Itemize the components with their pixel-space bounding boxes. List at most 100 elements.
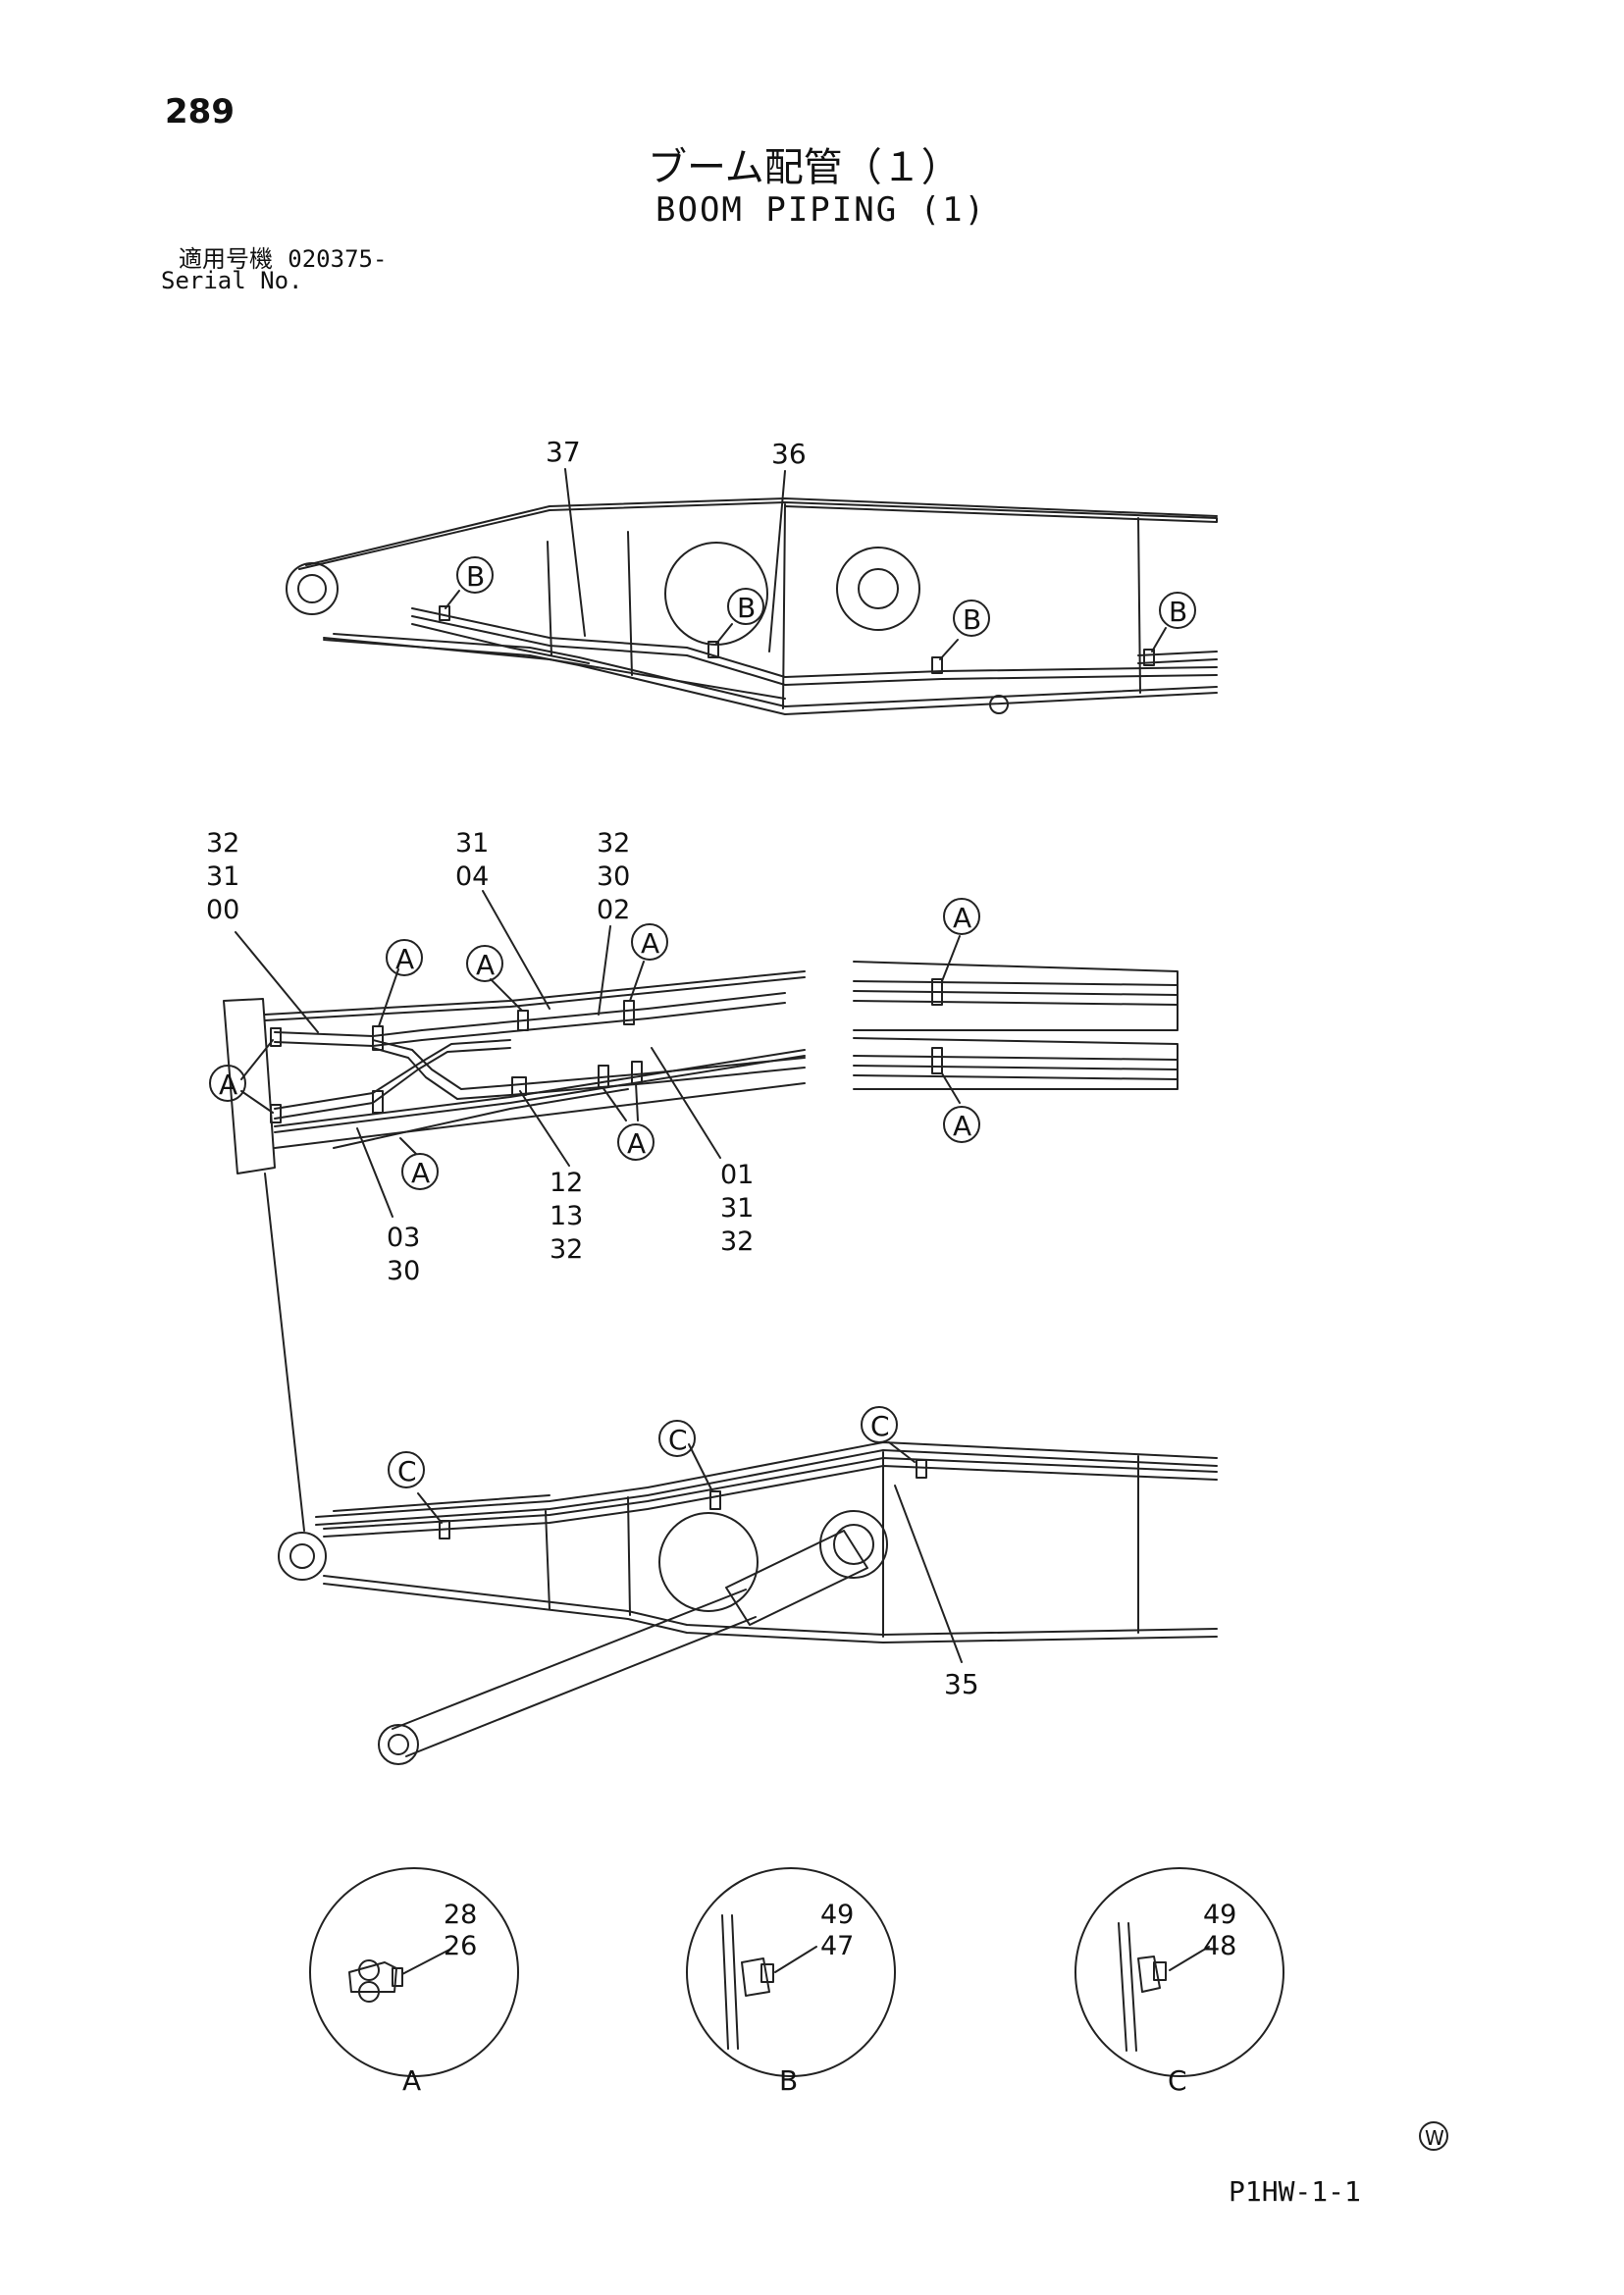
detail-c-wall-1 [1118, 1922, 1127, 2052]
detail-b-wall-2 [731, 1914, 739, 2050]
cylinder-body [725, 1530, 868, 1626]
svg-text:00: 00 [206, 895, 239, 925]
svg-text:04: 04 [455, 861, 489, 892]
detail-c-wall-2 [1127, 1922, 1137, 2052]
detail-b-part-1: 49 [820, 1900, 854, 1930]
foot-pin-outer [286, 562, 339, 615]
web-line-4 [1137, 517, 1141, 694]
marker-b-2: B [727, 588, 764, 625]
marker-b-4: B [1159, 592, 1196, 629]
svg-text:03: 03 [387, 1223, 420, 1253]
leader-a-1 [378, 968, 399, 1027]
clamp-c-3 [916, 1459, 927, 1479]
leader-a-3 [629, 961, 645, 1002]
marker-a-7: A [943, 898, 980, 935]
marker-c-2-label: C [668, 1424, 688, 1456]
boom-mid-edge [274, 1049, 806, 1127]
leader-12-13-32 [519, 1090, 570, 1167]
pipe-mid-4 [372, 1047, 806, 1100]
leader-31-04 [482, 890, 550, 1010]
boom-top-edge [264, 970, 806, 1016]
detail-rect-lower [853, 1037, 1179, 1090]
detail-pipes-lower [853, 1055, 1179, 1080]
svg-text:01: 01 [720, 1160, 754, 1190]
title-japanese: ブーム配管（１） [648, 145, 961, 190]
marker-a-6: A [401, 1153, 439, 1190]
leader-a-5 [240, 1090, 274, 1114]
boom-bottom-edge [274, 1082, 806, 1149]
svg-text:31: 31 [206, 861, 239, 892]
detail-c-leader [1169, 1946, 1210, 1971]
boom-upper-edge [305, 497, 1218, 566]
clamp-c-1 [439, 1520, 450, 1539]
leader-b-4 [1151, 627, 1167, 652]
boom-mid-edge-2 [274, 1055, 806, 1133]
boom-lower-edge [333, 633, 1218, 707]
marker-a-7-label: A [953, 902, 971, 934]
marker-a-5: A [617, 1123, 655, 1161]
boom-top-edge-2 [264, 976, 806, 1021]
boss-bottom-1 [658, 1512, 759, 1612]
leader-b-2 [715, 623, 733, 645]
detail-a-pipe-1 [358, 1959, 380, 1981]
web-b-1 [545, 1510, 550, 1610]
leader-c-1 [417, 1492, 443, 1524]
pipe-bottom-2 [323, 1465, 1218, 1538]
leader-32-30-02 [598, 925, 611, 1016]
svg-text:13: 13 [550, 1201, 583, 1231]
leader-a-7 [635, 1082, 639, 1121]
pipe-top-4 [411, 623, 590, 664]
pipe-bottom-3 [333, 1494, 550, 1512]
marker-a-8-label: A [953, 1110, 971, 1142]
part-group-4: 12 13 32 [550, 1168, 583, 1265]
marker-b-3: B [953, 600, 990, 637]
fitting-2 [270, 1104, 282, 1123]
pipe-mid-2 [274, 1002, 786, 1047]
page-number: 289 [165, 92, 235, 131]
part-group-2: 31 04 [455, 828, 489, 892]
detail-a-circle [309, 1867, 519, 2077]
clamp-c-2 [709, 1490, 721, 1510]
pipe-mid-1 [274, 992, 786, 1037]
clamp-a-4 [372, 1090, 384, 1114]
leader-detail-a-1 [941, 935, 961, 982]
marker-c-1: C [388, 1451, 425, 1488]
detail-clamp-1 [931, 978, 943, 1006]
pipe-mid-5 [274, 1039, 511, 1110]
mounting-plate [223, 998, 276, 1174]
clamp-a-6 [631, 1061, 643, 1084]
web-line-2 [627, 531, 633, 676]
serial-label-japanese: 適用号機 020375- [179, 239, 387, 274]
marker-b-1-label: B [466, 560, 485, 593]
leader-01-31-32 [651, 1047, 721, 1159]
marker-b-1: B [456, 556, 494, 594]
drawing-code: P1HW-1-1 [1229, 2175, 1361, 2208]
serial-value: 020375- [288, 245, 388, 273]
detail-clamp-2 [931, 1047, 943, 1074]
web-line-1 [547, 541, 552, 656]
boom-lower-bottomview-2 [323, 1583, 1218, 1643]
leader-b-1 [445, 590, 460, 609]
clamp-b-4 [1143, 649, 1155, 666]
part-group-1: 32 31 00 [206, 828, 239, 925]
boss-circle-1 [664, 542, 768, 646]
detail-c-part-1: 49 [1203, 1900, 1236, 1930]
detail-b-bolt [760, 1963, 774, 1983]
detail-c-label: C [1168, 2064, 1187, 2097]
detail-c-part-2: 48 [1203, 1931, 1236, 1961]
boom-top-bottomview [315, 1441, 1218, 1518]
marker-c-3-label: C [870, 1410, 890, 1442]
leader-detail-a-2 [941, 1072, 961, 1104]
boss-circle-2-inner [858, 568, 899, 609]
marker-a-2: A [466, 945, 503, 982]
pipe-hose-end [1137, 651, 1218, 664]
serial-label-jp: 適用号機 [179, 245, 273, 273]
detail-a-leader [401, 1948, 452, 1975]
leader-36 [768, 470, 786, 652]
leader-32-31-00 [235, 931, 319, 1033]
detail-c-circle [1074, 1867, 1284, 2077]
svg-text:32: 32 [597, 828, 630, 859]
detail-a-label: A [402, 2064, 421, 2097]
marker-a-1: A [386, 939, 423, 976]
